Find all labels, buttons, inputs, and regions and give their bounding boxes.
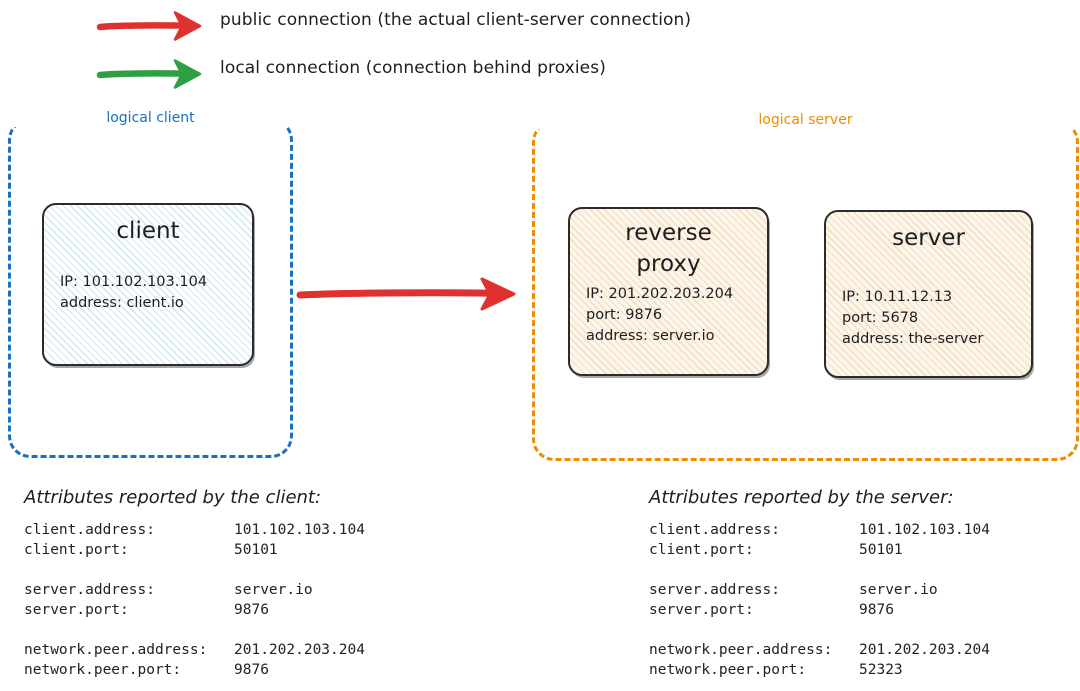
table-row: network.peer.port: 9876 xyxy=(24,660,365,680)
public-connection-arrow xyxy=(296,272,524,316)
spacer-cell xyxy=(649,560,859,580)
attr-key: server.address: xyxy=(649,582,780,598)
attr-value: 101.102.103.104 xyxy=(234,522,365,538)
node-reverse-proxy-port: port: 9876 xyxy=(586,307,663,323)
node-server-port: port: 5678 xyxy=(842,310,919,326)
table-row: network.peer.address: 201.202.203.204 xyxy=(649,640,990,660)
table-row: client.address: 101.102.103.104 xyxy=(649,520,990,540)
attr-key: client.port: xyxy=(649,542,754,558)
spacer-cell xyxy=(859,620,990,640)
node-client-ip: IP: 101.102.103.104 xyxy=(60,274,208,290)
attr-key: network.peer.port: xyxy=(649,662,807,678)
table-row: server.port: 9876 xyxy=(24,600,365,620)
node-client-details: IP: 101.102.103.104 address: client.io xyxy=(44,246,252,314)
legend: public connection (the actual client-ser… xyxy=(0,0,1080,100)
table-row-spacer xyxy=(24,560,365,580)
logical-server-group-label: logical server xyxy=(535,111,1076,129)
attr-key: network.peer.address: xyxy=(24,642,208,658)
node-reverse-proxy-title-line2: proxy xyxy=(636,251,701,277)
attr-value: 9876 xyxy=(859,602,894,618)
spacer-cell xyxy=(24,560,234,580)
attr-key: client.address: xyxy=(649,522,780,538)
legend-label-public-connection: public connection (the actual client-ser… xyxy=(220,10,692,30)
table-row: network.peer.port: 52323 xyxy=(649,660,990,680)
attributes-server-table: client.address: 101.102.103.104 client.p… xyxy=(649,520,990,680)
node-server-details: IP: 10.11.12.13 port: 5678 address: the-… xyxy=(826,253,1031,350)
node-server[interactable]: server IP: 10.11.12.13 port: 5678 addres… xyxy=(824,210,1033,378)
attr-value: 9876 xyxy=(234,602,269,618)
attr-key: client.address: xyxy=(24,522,155,538)
attr-key: network.peer.address: xyxy=(649,642,833,658)
attr-key: network.peer.port: xyxy=(24,662,182,678)
node-client[interactable]: client IP: 101.102.103.104 address: clie… xyxy=(42,203,254,366)
legend-item-public-connection: public connection (the actual client-ser… xyxy=(0,6,1080,46)
node-client-address: address: client.io xyxy=(60,295,184,311)
table-row: server.address: server.io xyxy=(24,580,365,600)
node-client-title: client xyxy=(116,218,180,244)
table-row-spacer xyxy=(649,620,990,640)
attributes-client-heading: Attributes reported by the client: xyxy=(24,487,322,508)
arrow-right-icon xyxy=(96,54,208,94)
node-reverse-proxy-address: address: server.io xyxy=(586,328,715,344)
node-server-title: server xyxy=(892,225,965,251)
logical-client-group: logical client xyxy=(8,109,293,458)
table-row-spacer xyxy=(24,620,365,640)
table-row-spacer xyxy=(649,560,990,580)
attr-value: server.io xyxy=(859,582,938,598)
spacer-cell xyxy=(859,560,990,580)
table-row: client.port: 50101 xyxy=(24,540,365,560)
node-server-ip: IP: 10.11.12.13 xyxy=(842,289,953,305)
table-row: client.address: 101.102.103.104 xyxy=(24,520,365,540)
node-reverse-proxy-details: IP: 201.202.203.204 port: 9876 address: … xyxy=(570,280,767,347)
spacer-cell xyxy=(24,620,234,640)
attr-value: server.io xyxy=(234,582,313,598)
attr-value: 52323 xyxy=(859,662,903,678)
attr-value: 50101 xyxy=(859,542,903,558)
attr-key: server.address: xyxy=(24,582,155,598)
attr-value: 50101 xyxy=(234,542,278,558)
attr-key: server.port: xyxy=(24,602,129,618)
logical-server-group: logical server xyxy=(532,111,1079,461)
attr-key: client.port: xyxy=(24,542,129,558)
attributes-reported-by-server: Attributes reported by the server: clien… xyxy=(649,487,990,680)
node-reverse-proxy-title-line1: reverse xyxy=(625,220,712,246)
table-row: client.port: 50101 xyxy=(649,540,990,560)
attributes-server-heading: Attributes reported by the server: xyxy=(649,487,954,508)
legend-label-local-connection: local connection (connection behind prox… xyxy=(220,58,606,78)
attr-value: 101.102.103.104 xyxy=(859,522,990,538)
attr-value: 201.202.203.204 xyxy=(859,642,990,658)
node-server-address: address: the-server xyxy=(842,331,984,347)
spacer-cell xyxy=(234,560,365,580)
node-reverse-proxy[interactable]: reverse proxy IP: 201.202.203.204 port: … xyxy=(568,207,769,376)
table-row: server.port: 9876 xyxy=(649,600,990,620)
legend-item-local-connection: local connection (connection behind prox… xyxy=(0,54,1080,94)
node-reverse-proxy-title: reverse proxy xyxy=(570,209,767,280)
arrow-right-icon xyxy=(96,6,208,46)
logical-client-group-label: logical client xyxy=(11,109,290,127)
attributes-client-table: client.address: 101.102.103.104 client.p… xyxy=(24,520,365,680)
attributes-reported-by-client: Attributes reported by the client: clien… xyxy=(24,487,365,680)
attr-key: server.port: xyxy=(649,602,754,618)
spacer-cell xyxy=(234,620,365,640)
table-row: network.peer.address: 201.202.203.204 xyxy=(24,640,365,660)
spacer-cell xyxy=(649,620,859,640)
attr-value: 9876 xyxy=(234,662,269,678)
node-reverse-proxy-ip: IP: 201.202.203.204 xyxy=(586,286,734,302)
table-row: server.address: server.io xyxy=(649,580,990,600)
attr-value: 201.202.203.204 xyxy=(234,642,365,658)
